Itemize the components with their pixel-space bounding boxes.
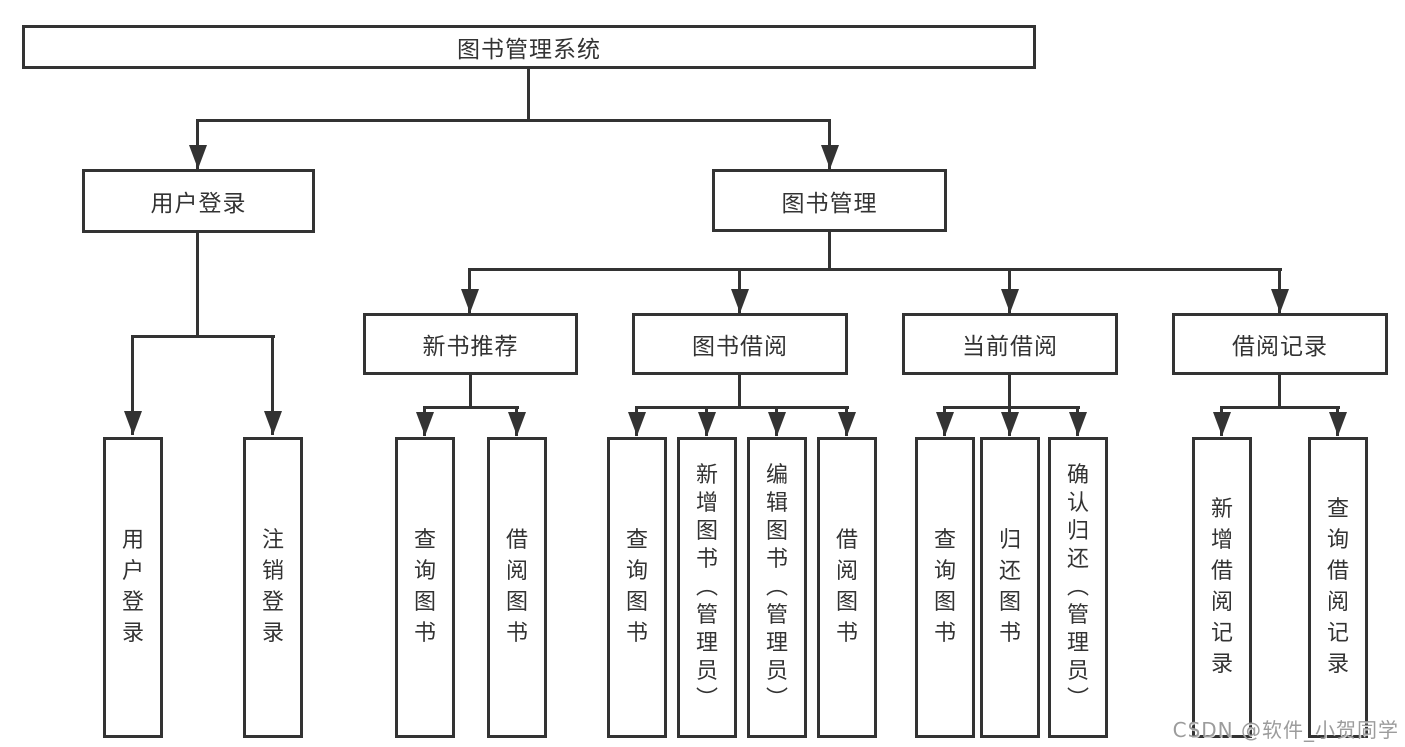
leaf-label: 新增借阅记录 <box>1210 497 1233 677</box>
connector-bookborrow-crossbar <box>636 406 849 409</box>
arrow-down-icon <box>738 268 741 313</box>
connector-userlogin-crossbar <box>132 335 275 338</box>
arrow-down-icon <box>943 406 946 436</box>
leaf-label: 新增图书︵管理员︶ <box>695 462 718 712</box>
connector-bookborrow-stem <box>738 375 741 408</box>
leaf-query-books-recommend: 查询图书 <box>395 437 455 738</box>
leaf-label: 查询图书 <box>413 528 436 646</box>
connector-bookmgmt-crossbar <box>469 268 1282 271</box>
arrow-down-icon <box>828 119 831 169</box>
arrow-down-icon <box>1076 406 1079 436</box>
arrow-down-icon <box>1008 268 1011 313</box>
leaf-edit-book-admin: 编辑图书︵管理员︶ <box>747 437 807 738</box>
connector-userlogin-stem <box>196 233 199 337</box>
connector-root-stem <box>527 69 530 121</box>
connector-borrowrecords-crossbar <box>1221 406 1340 409</box>
arrow-down-icon <box>515 406 518 436</box>
arrow-down-icon <box>1336 406 1339 436</box>
arrow-down-icon <box>1220 406 1223 436</box>
node-label: 当前借阅 <box>962 334 1058 360</box>
arrow-down-icon <box>1008 406 1011 436</box>
node-label: 图书管理 <box>781 190 878 217</box>
node-new-book-recommend: 新书推荐 <box>363 313 578 375</box>
leaf-label: 借阅图书 <box>835 528 858 646</box>
node-borrow-records: 借阅记录 <box>1172 313 1388 375</box>
leaf-label: 确认归还︵管理员︶ <box>1066 462 1089 712</box>
arrow-down-icon <box>468 268 471 313</box>
node-book-management: 图书管理 <box>712 169 947 232</box>
arrow-down-icon <box>635 406 638 436</box>
leaf-borrow-books-borrow: 借阅图书 <box>817 437 877 738</box>
node-label: 新书推荐 <box>422 334 519 360</box>
connector-root-crossbar <box>197 119 831 122</box>
connector-bookmgmt-stem <box>828 232 831 270</box>
connector-borrowrecords-stem <box>1278 375 1281 408</box>
leaf-query-books-borrow: 查询图书 <box>607 437 667 738</box>
leaf-query-books-current: 查询图书 <box>915 437 975 738</box>
leaf-label: 注销登录 <box>261 528 284 646</box>
connector-currentborrow-stem <box>1008 375 1011 408</box>
arrow-down-icon <box>271 335 274 435</box>
leaf-label: 归还图书 <box>998 528 1021 646</box>
node-label: 图书管理系统 <box>457 37 601 63</box>
leaf-label: 编辑图书︵管理员︶ <box>765 462 788 712</box>
node-book-borrow: 图书借阅 <box>632 313 848 375</box>
leaf-confirm-return-admin: 确认归还︵管理员︶ <box>1048 437 1108 738</box>
leaf-label: 查询借阅记录 <box>1326 497 1349 677</box>
leaf-add-book-admin: 新增图书︵管理员︶ <box>677 437 737 738</box>
arrow-down-icon <box>131 335 134 435</box>
arrow-down-icon <box>1278 268 1281 313</box>
connector-newbook-stem <box>469 375 472 408</box>
csdn-watermark: CSDN @软件_小贺同学 <box>1172 718 1399 742</box>
node-current-borrow: 当前借阅 <box>902 313 1118 375</box>
connector-newbook-crossbar <box>424 406 519 409</box>
leaf-add-borrow-record: 新增借阅记录 <box>1192 437 1252 738</box>
node-user-login: 用户登录 <box>82 169 315 233</box>
leaf-borrow-books-recommend: 借阅图书 <box>487 437 547 738</box>
node-label: 用户登录 <box>150 191 247 217</box>
arrow-down-icon <box>845 406 848 436</box>
leaf-label: 查询图书 <box>625 528 648 646</box>
arrow-down-icon <box>705 406 708 436</box>
arrow-down-icon <box>196 119 199 169</box>
node-label: 借阅记录 <box>1232 334 1328 360</box>
arrow-down-icon <box>423 406 426 436</box>
leaf-user-login: 用户登录 <box>103 437 163 738</box>
leaf-label: 用户登录 <box>121 528 144 646</box>
connector-currentborrow-crossbar <box>944 406 1080 409</box>
node-library-system: 图书管理系统 <box>22 25 1036 69</box>
node-label: 图书借阅 <box>692 334 788 360</box>
arrow-down-icon <box>775 406 778 436</box>
leaf-return-book: 归还图书 <box>980 437 1040 738</box>
leaf-label: 查询图书 <box>933 528 956 646</box>
leaf-logout-login: 注销登录 <box>243 437 303 738</box>
leaf-query-borrow-record: 查询借阅记录 <box>1308 437 1368 738</box>
leaf-label: 借阅图书 <box>505 528 528 646</box>
